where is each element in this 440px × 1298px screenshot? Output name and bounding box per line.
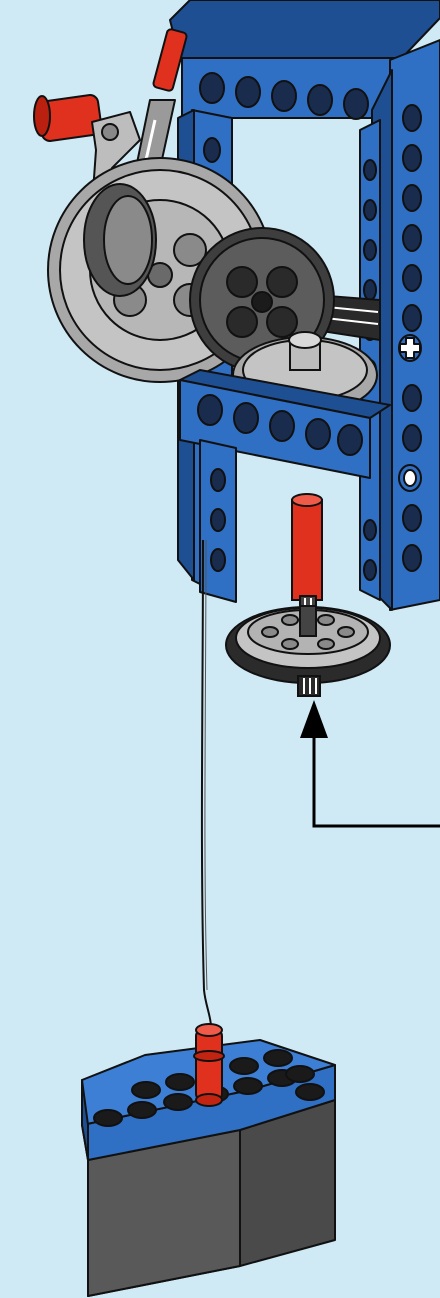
string [202,540,211,1040]
brick-weight [82,1024,335,1296]
pulley-wheel [226,606,390,696]
up-arrow-icon [300,700,440,826]
round-hole-icon [399,465,421,491]
bushing-wheel [84,184,156,296]
axle-hole-icon [399,335,421,361]
front-bottom-beam [180,370,390,602]
